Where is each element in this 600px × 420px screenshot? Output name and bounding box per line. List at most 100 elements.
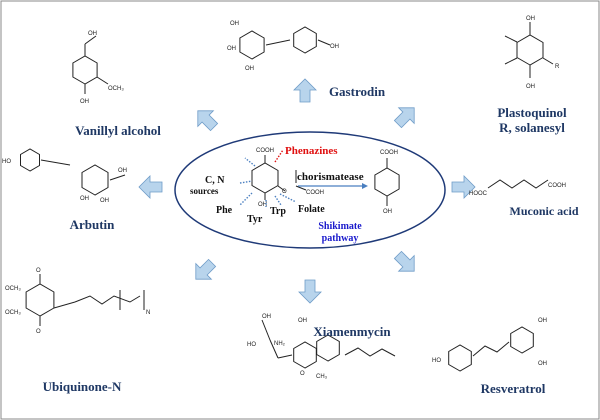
trp-label: Trp	[270, 206, 286, 217]
gastrodin-sugar-ring	[239, 30, 265, 60]
atom-label-oh: OH	[245, 66, 254, 72]
dotted-arrow-1	[244, 157, 256, 167]
bond	[261, 319, 271, 341]
atom-label-oh: OH	[526, 84, 535, 90]
label-vanillyl-alcohol: Vanillyl alcohol	[75, 123, 161, 138]
atom-label-oh: OH	[227, 46, 236, 52]
bond	[542, 57, 554, 65]
dotted-arrows	[239, 149, 297, 207]
atom-label-oh: OH	[538, 318, 547, 324]
bond	[265, 39, 291, 46]
xiamenmycin-pyran-ring	[316, 334, 340, 362]
bond	[295, 185, 307, 191]
chorismate-cooh-2: COOH	[306, 190, 324, 196]
bond	[40, 159, 71, 166]
atom-label-oh: OH	[298, 318, 307, 324]
bond	[504, 57, 518, 65]
hba-ring	[374, 167, 400, 197]
label-muconic-acid: Muconic acid	[510, 204, 579, 218]
atom-label-nh2: NH₂	[274, 341, 286, 347]
tyr-label: Tyr	[247, 214, 263, 225]
arbutin-phenyl-ring	[20, 148, 40, 172]
dotted-arrow-5	[279, 193, 297, 203]
bond	[269, 339, 279, 359]
block-arrow-6	[298, 279, 322, 304]
phe-label: Phe	[216, 205, 233, 216]
atom-label-r: R	[555, 64, 560, 70]
folate-label: Folate	[298, 204, 325, 215]
label-plastoquinol-r: R, solanesyl	[499, 120, 565, 135]
atom-label-oh: OH	[80, 196, 89, 202]
atom-label-och3: OCH₃	[5, 286, 21, 292]
vanillyl-ring	[72, 55, 98, 85]
label-resveratrol: Resveratrol	[481, 381, 546, 396]
atom-label-oh: OH	[230, 21, 239, 27]
chorismate-oh: OH	[258, 202, 267, 208]
label-ubiquinone: Ubiquinone-N	[43, 379, 122, 394]
sources-label-2: sources	[190, 186, 219, 196]
sources-label-1: C, N	[205, 175, 225, 186]
block-arrow-7	[393, 250, 415, 272]
dotted-arrow-2	[239, 192, 253, 206]
atom-label-oh: OH	[88, 31, 97, 37]
xiamenmycin-chain	[344, 347, 396, 357]
chorismate-o: O	[282, 189, 287, 195]
atom-label-hooc: HOOC	[469, 191, 488, 197]
atom-label-ho: HO	[2, 159, 11, 165]
resveratrol-ring-a	[448, 344, 472, 372]
bond	[84, 35, 97, 45]
molecules	[20, 22, 554, 372]
block-arrow-5	[195, 258, 217, 280]
block-arrow-3	[138, 175, 163, 199]
xiamenmycin-aryl-ring	[293, 341, 317, 369]
atom-label-ch3: CH₃	[316, 374, 328, 380]
bond	[317, 39, 331, 46]
atom-label-ho: HO	[247, 342, 256, 348]
phenazines-label: Phenazines	[285, 145, 338, 157]
atom-label-oh: OH	[330, 44, 339, 50]
bond	[277, 354, 293, 359]
atom-label-och3: OCH₃	[5, 310, 21, 316]
atom-label-o: O	[36, 329, 41, 335]
atom-label-cooh: COOH	[548, 183, 566, 189]
pathway-label-1: Shikimate	[318, 221, 362, 232]
block-arrow-0	[293, 78, 317, 103]
bond	[53, 301, 76, 309]
chorismate-ring	[251, 162, 279, 194]
block-arrow-2	[197, 110, 219, 132]
gastrodin-phenyl-ring	[293, 26, 317, 54]
shikimate-ellipse	[174, 131, 446, 249]
muconic-chain	[487, 179, 549, 189]
atom-label-ho: HO	[432, 358, 441, 364]
pathway-label-2: pathway	[322, 233, 359, 244]
atom-label-oh: OH	[526, 16, 535, 22]
atom-label-oh: OH	[100, 198, 109, 204]
label-plastoquinol: Plastoquinol	[497, 105, 567, 120]
chorismate-center: C, N sources Phenazines chorismatease Ph…	[190, 145, 398, 244]
bond	[504, 35, 518, 43]
atom-label-oh: OH	[80, 99, 89, 105]
bond	[277, 185, 286, 192]
label-gastrodin: Gastrodin	[329, 84, 386, 99]
atom-label-oh: OH	[538, 361, 547, 367]
enzyme-label: chorismatease	[297, 171, 364, 183]
block-arrow-4	[451, 175, 476, 199]
arbutin-sugar-ring	[81, 164, 109, 196]
ubiquinone-ring	[25, 283, 55, 317]
hba-oh: OH	[383, 209, 392, 215]
dotted-arrow-4	[274, 195, 282, 206]
label-xiamenmycin: Xiamenmycin	[313, 324, 391, 339]
atom-label-n: N	[146, 310, 150, 316]
bond	[109, 174, 126, 181]
dotted-arrow-6	[274, 149, 284, 163]
plastoquinol-ring	[516, 34, 544, 66]
chorismatease-arrowhead	[362, 183, 368, 189]
resveratrol-vinyl	[472, 341, 510, 357]
resveratrol-ring-b	[510, 326, 534, 354]
atom-label-oh: OH	[118, 168, 127, 174]
block-arrow-1	[393, 107, 415, 129]
